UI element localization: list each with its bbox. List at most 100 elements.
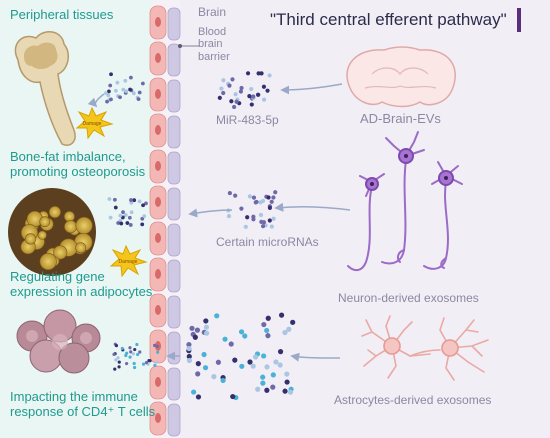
microrna-dot (195, 394, 202, 400)
microrna-dot (140, 222, 145, 227)
microrna-dot (260, 198, 266, 204)
microrna-dot (109, 72, 113, 77)
microrna-dot (116, 221, 121, 225)
microrna-dot (195, 361, 201, 367)
microrna-dot (251, 195, 257, 200)
arrow-brain-to-mirna (280, 83, 343, 95)
microrna-dot (239, 363, 245, 369)
microrna-dot (203, 324, 210, 330)
microrna-dot (186, 341, 192, 348)
microrna-dot (135, 342, 139, 347)
microrna-dot (260, 380, 266, 386)
microrna-dot (192, 334, 198, 340)
pericyte-cell (167, 331, 181, 365)
microrna-dot (284, 379, 290, 385)
microrna-dot (250, 363, 256, 369)
microrna-dot (114, 344, 119, 348)
microrna-dot (108, 215, 113, 220)
exosome-cluster-astrocyte (186, 312, 296, 401)
microrna-dot (189, 325, 195, 331)
microrna-dot (155, 360, 159, 364)
microrna-dot (222, 336, 228, 342)
microrna-dot (273, 190, 278, 195)
cell-nucleus (155, 89, 161, 99)
microrna-dot (125, 361, 129, 366)
microrna-dot (255, 92, 261, 97)
microrna-dot (153, 343, 157, 347)
microrna-dot (242, 333, 248, 339)
microrna-dot (226, 214, 232, 219)
pericyte-cell (167, 79, 181, 113)
microrna-dot (261, 97, 267, 102)
damage-burst: Damage (109, 244, 148, 278)
microrna-dot (227, 190, 232, 196)
microrna-dot (132, 361, 136, 366)
microrna-dot (265, 88, 270, 93)
mir-483-label: MiR-483-5p (216, 113, 279, 127)
mirna-cluster-brain (217, 71, 272, 110)
microrna-dot (128, 346, 132, 350)
fat-cell (75, 242, 87, 254)
microrna-dot (112, 197, 117, 202)
microrna-dot (234, 99, 239, 104)
microrna-dot (141, 362, 146, 366)
fat-cell (53, 245, 68, 260)
microrna-dot (115, 80, 120, 85)
microrna-dot (144, 201, 148, 206)
microrna-dot (251, 94, 256, 99)
microrna-dot (125, 221, 130, 225)
microrna-dot (290, 319, 296, 325)
microrna-dot (107, 197, 112, 201)
microrna-dot (264, 387, 270, 393)
microrna-dot (264, 364, 270, 370)
arrows (87, 83, 351, 362)
microrna-dot (258, 212, 264, 218)
microrna-dot (117, 365, 121, 369)
microrna-dot (121, 87, 126, 92)
microrna-dot (277, 362, 283, 368)
microrna-dot (239, 206, 244, 211)
blood-brain-barrier (149, 5, 181, 437)
microrna-dot (118, 213, 123, 218)
cell-nucleus (155, 125, 161, 135)
microrna-dot (287, 389, 294, 395)
microrna-dot (120, 346, 124, 351)
microrna-dot (202, 365, 209, 371)
microrna-dot (114, 358, 118, 362)
microrna-dot (136, 352, 140, 357)
microrna-dot (121, 210, 125, 215)
fat-cell (63, 210, 75, 222)
microrna-dot (140, 216, 145, 221)
microrna-dot (186, 345, 192, 352)
microrna-dot (230, 77, 235, 82)
astrocyte-illustration (361, 315, 489, 381)
microrna-dot (129, 350, 133, 354)
cell-nucleus (155, 377, 161, 387)
cell-nucleus (155, 17, 161, 27)
adipocyte-label: Regulating gene expression in adipocytes (10, 269, 153, 299)
microrna-dot (123, 78, 128, 83)
microrna-dot (195, 371, 201, 377)
arrow-mirna-to-bone (87, 93, 105, 108)
arrow-astrocyte-to-exosomes (290, 352, 341, 362)
microrna-dot (133, 347, 137, 352)
microrna-dot (273, 359, 279, 365)
microrna-dot (186, 357, 193, 364)
microrna-dot (252, 354, 259, 360)
microrna-dot (118, 95, 122, 100)
microrna-dot (186, 353, 192, 360)
microrna-dot (219, 86, 224, 91)
microrna-dot (230, 393, 236, 400)
pericyte-cell (167, 295, 181, 329)
cell-nucleus (155, 161, 161, 171)
microrna-dot (245, 71, 251, 76)
microrna-dot (267, 205, 273, 211)
pericyte-cell (167, 43, 181, 77)
microrna-dot (128, 355, 132, 359)
microrna-dot (233, 92, 238, 97)
cell-nucleus (155, 305, 161, 315)
microrna-dot (117, 360, 121, 364)
pericyte-cell (167, 151, 181, 185)
microrna-dot (232, 104, 237, 110)
microrna-dot (131, 91, 136, 96)
